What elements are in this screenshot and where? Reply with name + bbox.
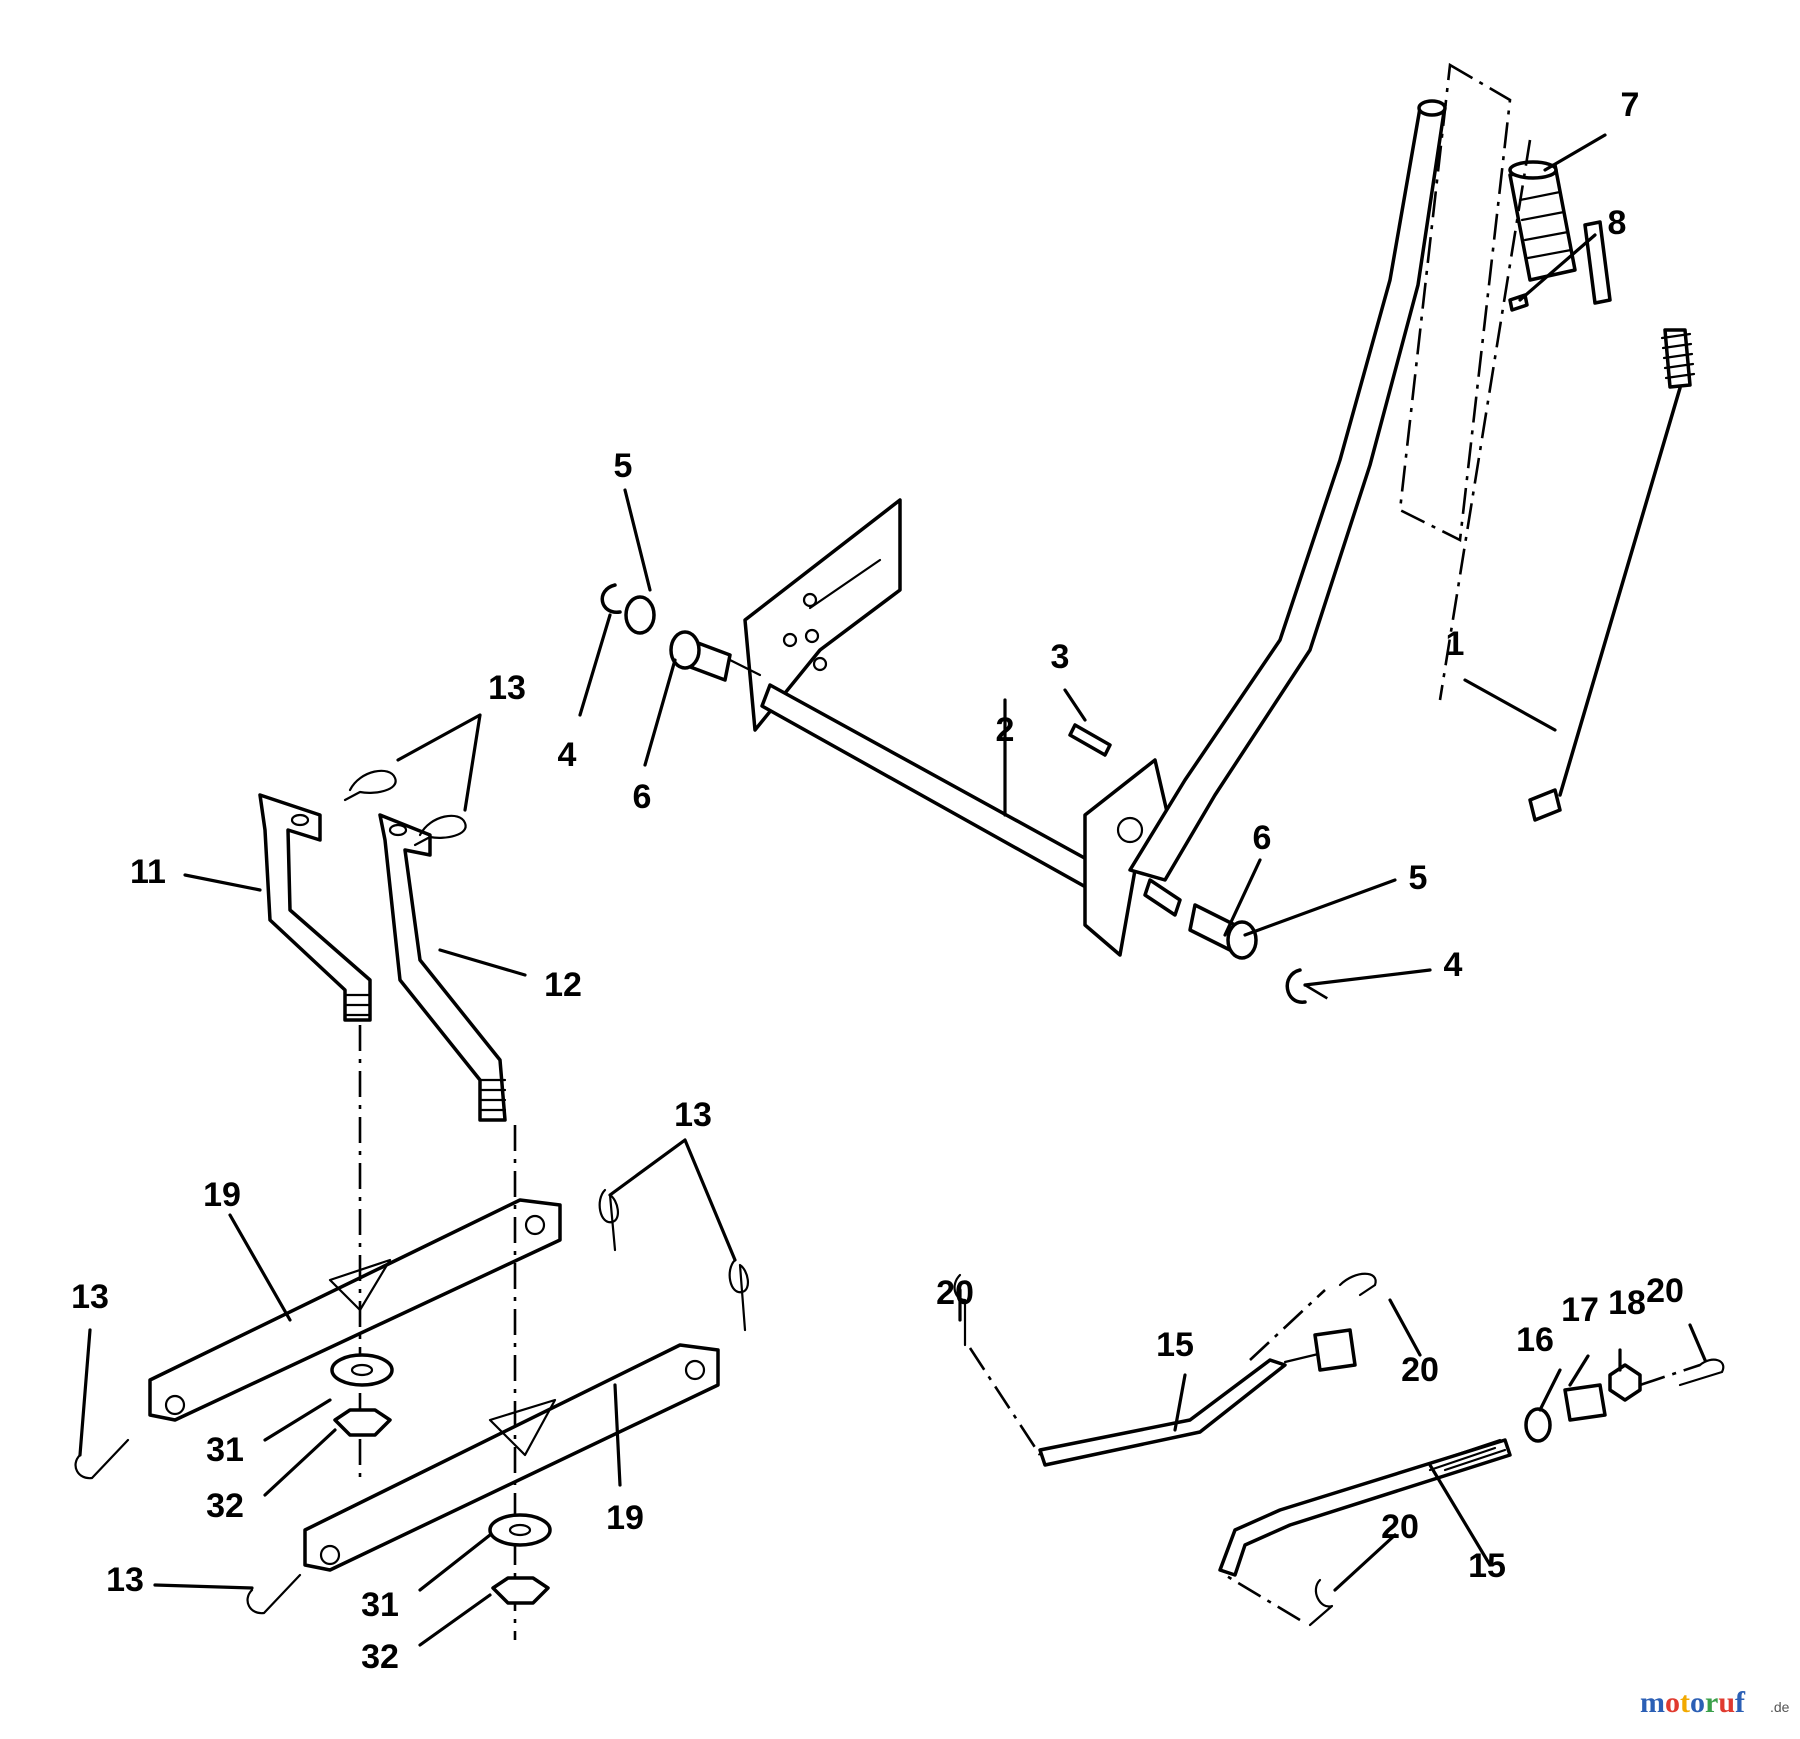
callout-3: 3 <box>1051 638 1070 676</box>
callout-13-top: 13 <box>488 669 526 707</box>
leader-lines <box>78 133 1707 1647</box>
callout-12: 12 <box>544 966 582 1004</box>
callout-13-mid: 13 <box>674 1096 712 1134</box>
hairpin-clip <box>74 769 749 1615</box>
grip-centerline <box>1438 139 1532 701</box>
callout-4-right: 4 <box>1444 946 1463 984</box>
watermark-logo: motoruf .de <box>1640 1686 1790 1719</box>
lift-link-right <box>378 813 507 1122</box>
callout-31-lower: 31 <box>361 1586 399 1624</box>
callout-1: 1 <box>1446 625 1465 663</box>
callout-11: 11 <box>130 853 166 891</box>
callout-16: 16 <box>1516 1321 1554 1359</box>
spring-pin <box>1068 723 1112 757</box>
callout-15-upper: 15 <box>1156 1326 1194 1364</box>
lift-arm-upper <box>148 1198 562 1422</box>
rod-hardware <box>1524 1363 1701 1443</box>
adjust-rod-lower <box>1218 1438 1512 1577</box>
callout-20-upper: 20 <box>1401 1351 1439 1389</box>
spacer <box>330 1353 552 1547</box>
callout-13-bottom: 13 <box>106 1561 144 1599</box>
callout-18: 18 <box>1608 1284 1646 1322</box>
callout-5-left: 5 <box>614 447 633 485</box>
callout-19-lower: 19 <box>606 1499 644 1537</box>
callout-2: 2 <box>996 711 1015 749</box>
callout-17: 17 <box>1561 1291 1599 1329</box>
callout-20-right: 20 <box>1646 1272 1684 1310</box>
callout-6-left: 6 <box>633 778 652 816</box>
cable-rod <box>1528 220 1696 822</box>
callout-8: 8 <box>1608 204 1627 242</box>
lift-handle <box>1128 99 1447 882</box>
callout-19-upper: 19 <box>203 1176 241 1214</box>
rod-hairpins <box>953 1272 1725 1627</box>
callout-13-left: 13 <box>71 1278 109 1316</box>
shaft-end-left <box>600 583 762 682</box>
mounting-bracket-plate <box>743 498 902 732</box>
callout-32-lower: 32 <box>361 1638 399 1676</box>
lift-link-left <box>258 793 372 1022</box>
callout-5-right: 5 <box>1409 859 1428 897</box>
handle-grip <box>1508 160 1577 282</box>
shaft-end-right <box>1143 878 1331 1004</box>
lift-shaft <box>760 683 1112 897</box>
callout-15-lower: 15 <box>1468 1547 1506 1585</box>
callout-4-left: 4 <box>558 736 577 774</box>
svg-text:motoruf: motoruf <box>1640 1686 1746 1719</box>
callout-20-lower: 20 <box>1381 1508 1419 1546</box>
callout-32-upper: 32 <box>206 1487 244 1525</box>
callout-labels: 1 2 3 4 5 6 4 5 6 7 8 11 12 13 13 13 13 … <box>71 86 1684 1676</box>
watermark-tld: .de <box>1770 1699 1790 1715</box>
callout-31-upper: 31 <box>206 1431 244 1469</box>
lock-nut <box>333 1408 550 1605</box>
callout-7: 7 <box>1621 86 1640 124</box>
callout-6-right: 6 <box>1253 819 1272 857</box>
callout-20-left: 20 <box>936 1274 974 1312</box>
handle-hidden-extension-outline <box>1398 62 1512 542</box>
adjust-rod-upper <box>1038 1328 1357 1467</box>
